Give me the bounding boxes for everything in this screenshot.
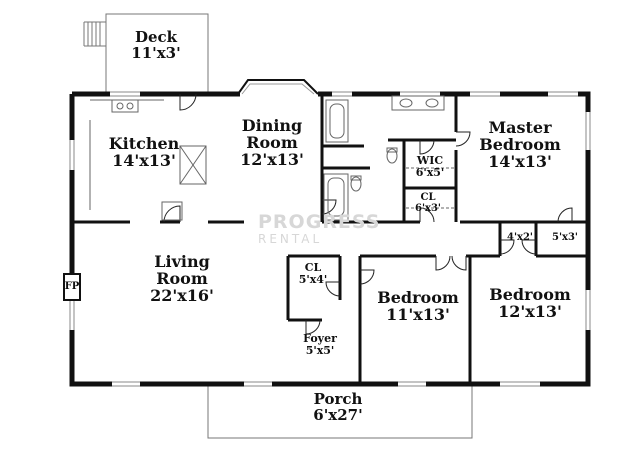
foyer-name: Foyer [303, 332, 337, 345]
porch-label: Porch 6'x27' [313, 390, 363, 424]
dining-name-1: Dining [241, 116, 303, 135]
master-closet-label: CL 6'x3' [414, 192, 442, 214]
dining-room-label: Dining Room 12'x13' [240, 116, 304, 169]
master-closet-size: 6'x3' [414, 202, 442, 214]
wic-label: WIC 6'x5' [416, 155, 445, 178]
hall-closet-label: CL 5'x4' [299, 262, 328, 285]
bedroom-3-name: Bedroom [489, 285, 571, 304]
foyer-label: Foyer 5'x5' [303, 333, 337, 356]
watermark-line-1: PROGRESS [258, 211, 381, 233]
watermark-line-2: RENTAL [258, 231, 323, 246]
bedroom-2-name: Bedroom [377, 288, 459, 307]
window-frames [69, 91, 591, 387]
living-name-1: Living [154, 252, 210, 271]
living-name-2: Room [156, 268, 208, 288]
kitchen-name: Kitchen [108, 134, 180, 153]
closet-a-label: 4'x2' [506, 232, 534, 244]
closet-a-size: 4'x2' [506, 232, 534, 243]
dining-size: 12'x13' [240, 149, 304, 169]
master-name-2: Bedroom [479, 134, 561, 154]
bedroom-3-label: Bedroom 12'x13' [489, 285, 571, 321]
kitchen-size: 14'x13' [112, 150, 176, 170]
bath-fixtures [323, 95, 454, 221]
foyer-size: 5'x5' [305, 343, 335, 357]
wic-name: WIC [416, 154, 444, 167]
kitchen-fixtures [89, 99, 207, 221]
kitchen-label: Kitchen 14'x13' [108, 134, 180, 170]
deck-size: 11'x3' [131, 43, 181, 62]
fireplace-label: FP [64, 281, 80, 293]
bay-window [237, 79, 319, 95]
master-bedroom-label: Master Bedroom 14'x13' [479, 118, 561, 171]
master-closet-name: CL [420, 192, 436, 203]
dining-name-2: Room [246, 132, 298, 152]
interior-walls [72, 96, 588, 384]
porch-size: 6'x27' [313, 405, 363, 424]
fireplace-name: FP [64, 281, 80, 292]
master-name-1: Master [488, 118, 552, 137]
hall-closet-name: CL [304, 261, 322, 274]
fireplace [63, 273, 81, 301]
windows [70, 92, 590, 386]
watermark: PROGRESS RENTAL [258, 212, 380, 246]
porch-outline [207, 384, 473, 439]
living-room-label: Living Room 22'x16' [150, 252, 214, 305]
bedroom-2-size: 11'x13' [386, 304, 450, 324]
hall-closet-size: 5'x4' [298, 272, 328, 286]
closet-b-size: 5'x3' [551, 232, 579, 243]
door-swings [163, 93, 573, 335]
wic-size: 6'x5' [415, 165, 445, 179]
closet-b-label: 5'x3' [551, 232, 579, 244]
bedroom-3-size: 12'x13' [498, 301, 562, 321]
deck-name: Deck [134, 28, 178, 46]
master-size: 14'x13' [488, 151, 552, 171]
deck-label: Deck 11'x3' [131, 28, 181, 62]
porch-name: Porch [313, 390, 363, 408]
living-size: 22'x16' [150, 285, 214, 305]
bedroom-2-label: Bedroom 11'x13' [377, 288, 459, 324]
